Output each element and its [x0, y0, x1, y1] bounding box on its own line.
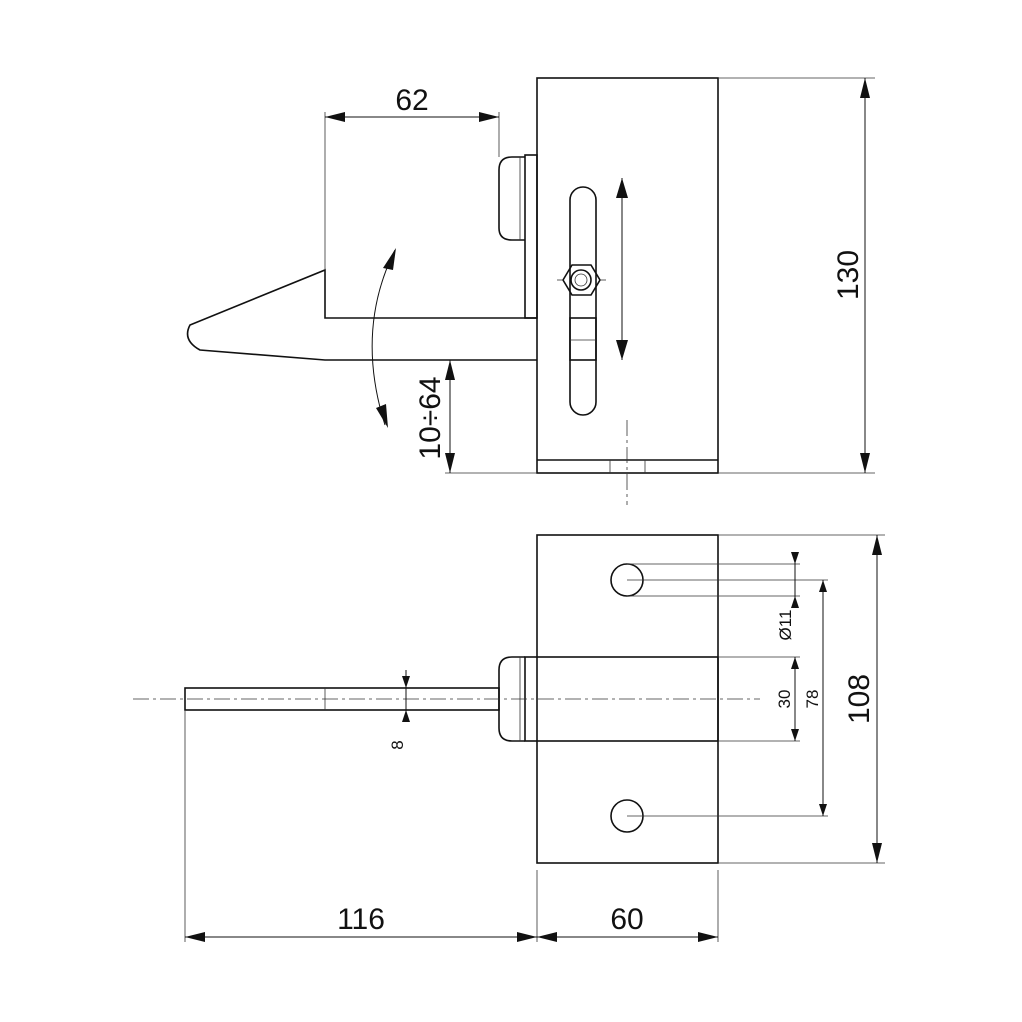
dim-d11-arrow-top: [791, 552, 799, 564]
dim-130-arrow-top: [860, 78, 870, 98]
rotation-arc: [371, 249, 396, 426]
dim-60-label: 60: [610, 903, 643, 936]
dim-116-arrow-right: [517, 932, 537, 942]
dim-adjust-arrow-top: [445, 360, 455, 380]
dim-adjust-arrow-bottom: [445, 453, 455, 473]
dim-30-arrow-top: [791, 657, 799, 669]
dim-d11-label: Ø11: [776, 610, 795, 641]
dim-62-arrow-right: [479, 112, 499, 122]
dim-108-label: 108: [843, 674, 876, 724]
side-plate: [536, 77, 719, 474]
dim-30-arrow-bottom: [791, 729, 799, 741]
dim-130-arrow-bottom: [860, 453, 870, 473]
dim-8-arrow-bottom: [402, 710, 410, 722]
dim-60-arrow-right: [698, 932, 718, 942]
side-body-block: [524, 154, 538, 319]
dim-116-arrow-left: [185, 932, 205, 942]
dim-78-label: 78: [803, 690, 822, 709]
dim-108-arrow-bottom: [872, 843, 882, 863]
dim-78-arrow-bottom: [819, 804, 827, 816]
front-view: 8 Ø11 30 78 108: [133, 534, 885, 942]
dim-adjust-label: 10÷64: [414, 376, 447, 459]
side-bumper: [498, 156, 525, 241]
dim-30-label: 30: [775, 690, 794, 709]
vertical-adjust-arrow-up: [616, 178, 628, 198]
dim-116-label: 116: [337, 903, 385, 936]
slot-clamp: [569, 317, 597, 361]
side-view: 62 130 10÷64: [186, 77, 875, 505]
adjust-slot: [569, 186, 597, 416]
hook-arm: [186, 268, 537, 361]
dim-8-arrow-top: [402, 676, 410, 688]
rotation-arrow-top: [383, 248, 396, 270]
rotation-arrow-bottom: [376, 404, 388, 428]
dim-60-arrow-left: [537, 932, 557, 942]
dim-62-label: 62: [395, 84, 428, 117]
dim-d11-arrow-bottom: [791, 596, 799, 608]
dim-78-arrow-top: [819, 580, 827, 592]
dim-108-arrow-top: [872, 535, 882, 555]
hex-nut-icon: [557, 264, 606, 296]
vertical-adjust-arrow-down: [616, 340, 628, 360]
dim-130-label: 130: [832, 250, 865, 300]
dim-62-arrow-left: [325, 112, 345, 122]
dim-8-label: 8: [388, 740, 407, 749]
